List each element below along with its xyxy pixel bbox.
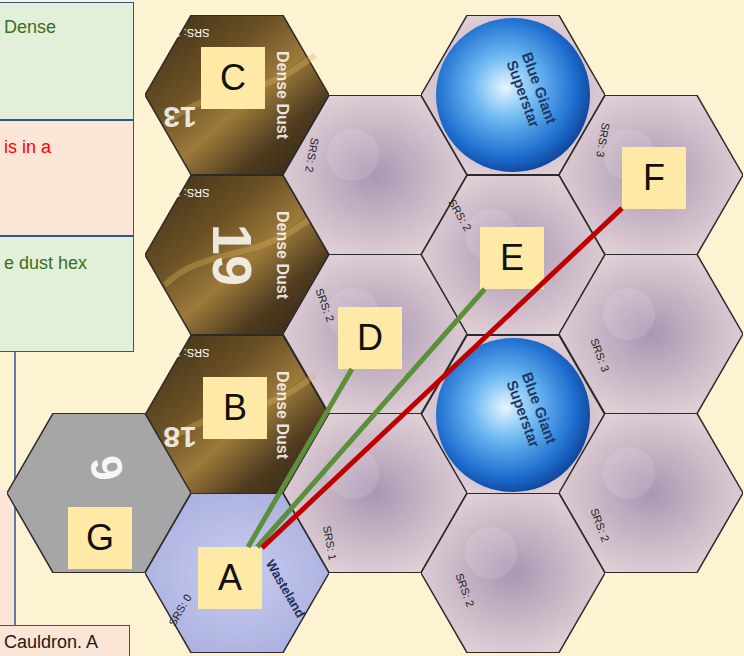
rules-panel-box: Dense [0,2,134,120]
map-hex: SRS: 2 [421,493,605,653]
hex-label: Dense Dust [273,51,291,139]
rules-panel-box: e dust hex [0,236,134,352]
hex-number: 18 [163,421,196,454]
panel-strip [0,490,15,625]
nebula-glow [327,129,379,181]
hex-letter: F [643,160,665,196]
nebula-glow [465,527,517,579]
hex-label: Dense Dust [273,371,291,459]
panel-text: e dust hex [0,253,133,274]
hex-letter: A [218,560,242,596]
hex-letter: C [220,60,246,96]
hex-label: Dense Dust [273,211,291,299]
map-hex: WastelandSRS: 0A [145,493,329,653]
hex-outline [145,493,329,652]
rules-panel-box: is in a [0,120,134,236]
hex-label: SRS: 1 [175,347,210,359]
hex-tile [421,493,605,653]
hex-letter-box: A [198,547,262,609]
line-of-sight [257,289,484,547]
rules-panel-box: Cauldron. A [0,625,130,656]
hex-letter-box: B [203,377,267,439]
nebula-glow [603,447,655,499]
panel-text: Dense [0,17,133,38]
hex-letter-box: G [68,507,132,569]
hex-letter-box: E [480,227,544,289]
blue-giant-star [436,18,590,172]
line-of-sight [262,208,622,548]
hex-number: 13 [163,101,196,134]
panel-text: Cauldron. A [0,632,129,653]
hex-label: SRS: 1 [175,27,210,39]
hex-letter: B [223,390,247,426]
hex-letter: E [500,240,524,276]
hex-letter-box: D [338,307,402,369]
nebula-glow [327,447,379,499]
hex-letter-box: C [201,47,265,109]
hex-letter-box: F [622,147,686,209]
nebula-glow [603,288,655,340]
hex-outline [421,493,605,652]
hex-letter: D [357,320,383,356]
hex-label: SRS: 1 [175,187,210,199]
panel-text: is in a [0,137,133,158]
hex-number: 19 [201,224,263,286]
hex-letter: G [86,520,114,556]
